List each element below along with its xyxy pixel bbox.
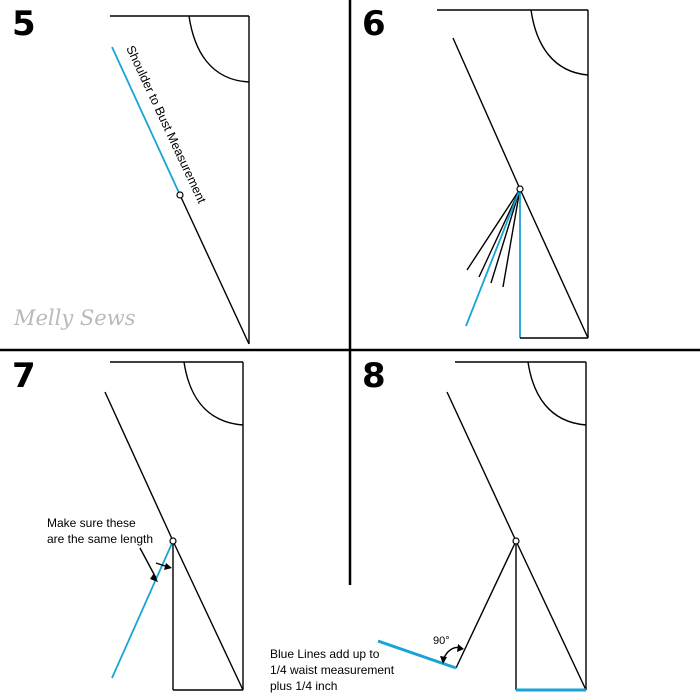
panel-5: 5 Shoulder to Bust Measurement Melly Sew… [12, 4, 250, 345]
step-number-6: 6 [362, 4, 386, 44]
note-line-1: Make sure these [47, 516, 136, 530]
neckline-curve [527, 361, 587, 426]
neckline-curve [530, 9, 589, 76]
rotation-line-1 [466, 188, 521, 271]
note-line-3: plus 1/4 inch [270, 679, 337, 693]
side-seam [515, 540, 587, 691]
panel-8: 8 90° Blue Lines add up to 1/4 waist mea… [270, 356, 587, 693]
shoulder-line [446, 391, 517, 542]
shoulder-line [104, 391, 174, 542]
side-seam [172, 540, 244, 691]
note-line-1: Blue Lines add up to [270, 647, 380, 661]
arrow-head-left [150, 573, 158, 582]
rotation-line-3 [490, 188, 521, 284]
rotation-line-4 [502, 188, 521, 288]
arc-arrow-left [440, 656, 447, 664]
shoulder-line [452, 37, 521, 190]
neckline-curve [188, 15, 250, 83]
arrow-head-right [164, 563, 172, 570]
arc-arrow-right [457, 644, 464, 652]
step-number-7: 7 [12, 356, 36, 396]
side-seam [519, 188, 589, 339]
bust-point [512, 537, 520, 545]
note-line-2: 1/4 waist measurement [270, 663, 395, 677]
angle-label: 90° [433, 635, 450, 647]
neckline-curve [183, 361, 244, 426]
rotated-dart-leg [455, 540, 517, 669]
panel-7: 7 Make sure these are the same length [12, 356, 244, 691]
pointer-line [139, 547, 157, 579]
watermark: Melly Sews [13, 306, 136, 330]
note-line-2: are the same length [47, 532, 153, 546]
step-number-5: 5 [12, 4, 36, 44]
bust-point [169, 537, 177, 545]
rotation-line-2 [478, 188, 521, 278]
bust-point [176, 191, 184, 199]
shoulder-to-bust-label: Shoulder to Bust Measurement [123, 43, 209, 206]
bust-point [516, 185, 524, 193]
panel-6: 6 [362, 4, 589, 339]
step-number-8: 8 [362, 356, 386, 396]
rotated-dart-leg [465, 188, 521, 327]
rotated-dart-leg [111, 540, 174, 679]
shoulder-to-bust-line [111, 46, 181, 196]
side-seam [179, 194, 250, 345]
